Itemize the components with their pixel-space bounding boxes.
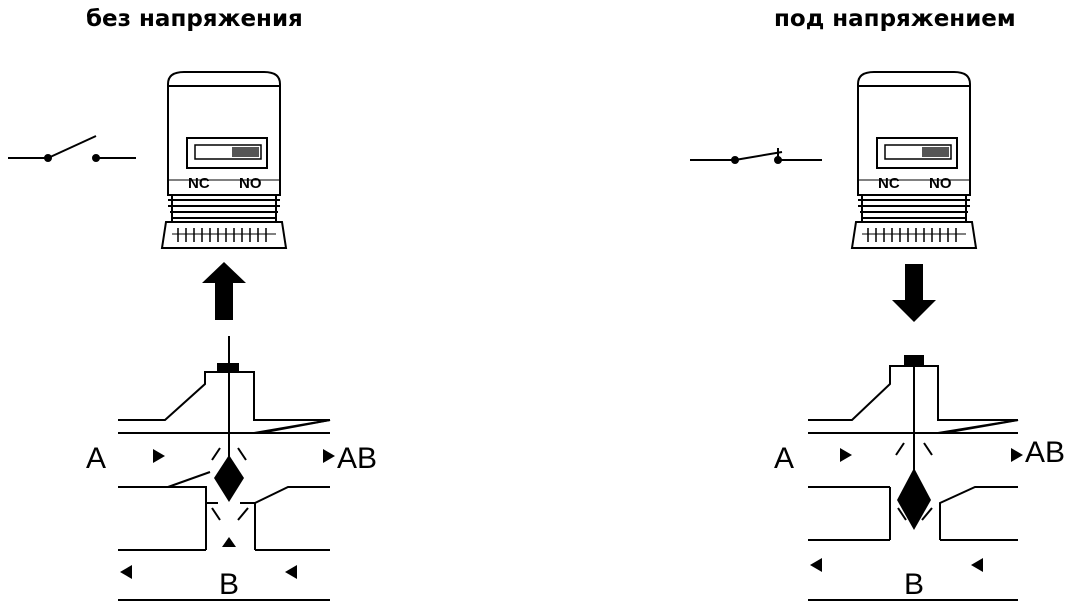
right-panel: NC NO A AB B — [690, 71, 1065, 601]
left-panel: NC NO — [8, 71, 377, 601]
port-ab-label: AB — [337, 442, 377, 475]
flow-arrow-bottom-right — [285, 565, 297, 579]
port-a-label: A — [774, 442, 794, 475]
title-under-voltage: под напряжением — [774, 6, 1016, 32]
valve-body — [118, 336, 331, 601]
port-b-label: B — [904, 568, 924, 601]
arrow-down-icon — [892, 264, 936, 322]
flow-arrow-a — [840, 448, 852, 462]
nc-label: NC — [188, 175, 210, 192]
title-no-voltage: без напряжения — [86, 6, 303, 32]
flow-arrow-bottom-left — [810, 558, 822, 572]
port-b-label: B — [219, 568, 239, 601]
flow-arrow-bottom-left — [120, 565, 132, 579]
flow-arrow-ab — [1011, 448, 1023, 462]
nc-no-selector — [876, 137, 958, 169]
no-label: NO — [929, 175, 952, 192]
arrow-up-icon — [202, 262, 246, 320]
port-ab-label: AB — [1025, 436, 1065, 469]
nc-no-selector — [186, 137, 268, 169]
flow-arrow-b-up — [222, 537, 236, 547]
valve-plug — [897, 468, 931, 530]
valve-plug — [214, 455, 244, 502]
flow-arrow-ab — [323, 449, 335, 463]
no-label: NO — [239, 175, 262, 192]
flow-arrow-bottom-right — [971, 558, 983, 572]
nc-label: NC — [878, 175, 900, 192]
port-a-label: A — [86, 442, 106, 475]
closed-switch-symbol — [690, 148, 822, 164]
flow-arrow-a — [153, 449, 165, 463]
open-switch-symbol — [8, 135, 136, 162]
